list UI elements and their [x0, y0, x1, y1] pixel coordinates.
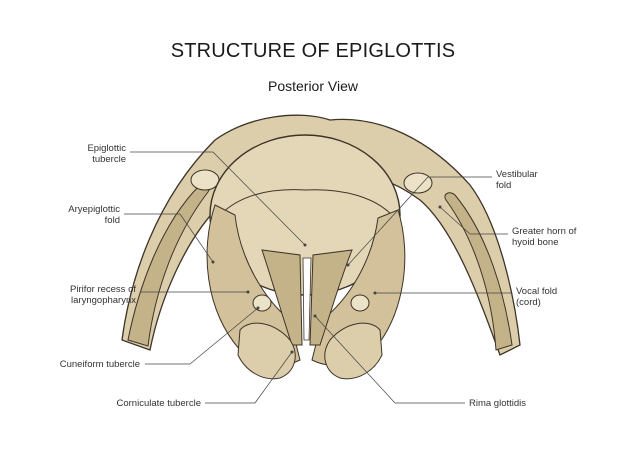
diagram-title: STRUCTURE OF EPIGLOTTIS [170, 40, 456, 62]
leader-lines [124, 151, 512, 404]
leader-dots [211, 205, 442, 354]
label-vocal-fold: Vocal fold (cord) [516, 286, 558, 308]
label-piriform-recess: Pirifor recess of laryngopharynx [70, 284, 136, 306]
label-corniculate-tubercle: Corniculate tubercle [116, 398, 202, 409]
leader-rima-glottidis-diag [314, 315, 396, 404]
cuneiform-tubercle-left [252, 294, 272, 312]
label-aryepiglottic-fold: Aryepiglottic fold [68, 204, 120, 226]
label-vestibular-fold: Vestibular fold [496, 169, 538, 191]
label-cuneiform-tubercle: Cuneiform tubercle [59, 359, 140, 370]
arytenoid-right [324, 322, 383, 380]
leader-vestibular-fold-diag [347, 176, 429, 266]
leader-aryepiglottic-fold-diag [179, 213, 214, 263]
leader-epiglottic-tubercle-diag [212, 151, 306, 246]
hyoid-horn-right [444, 192, 513, 351]
rima-glottidis-gap [302, 257, 312, 341]
leader-cuneiform-diag [189, 307, 259, 365]
vocal-fold-right [309, 249, 353, 346]
diagram-subtitle: Posterior View [267, 78, 358, 94]
cuneiform-tubercle-right [350, 294, 370, 312]
leader-greater-horn-diag [439, 206, 471, 235]
hyoid-knob-right [403, 172, 433, 194]
arytenoid-left [237, 322, 296, 380]
hyoid-knob-left [190, 169, 220, 191]
vocal-fold-left [261, 249, 303, 346]
epiglottis-rim [219, 189, 393, 216]
leader-corniculate-diag [254, 351, 293, 404]
label-rima-glottidis: Rima glottidis [469, 398, 527, 409]
label-epiglottic-tubercle: Epiglottic tubercle [87, 143, 126, 165]
label-greater-horn: Greater horn of hyoid bone [512, 226, 577, 248]
